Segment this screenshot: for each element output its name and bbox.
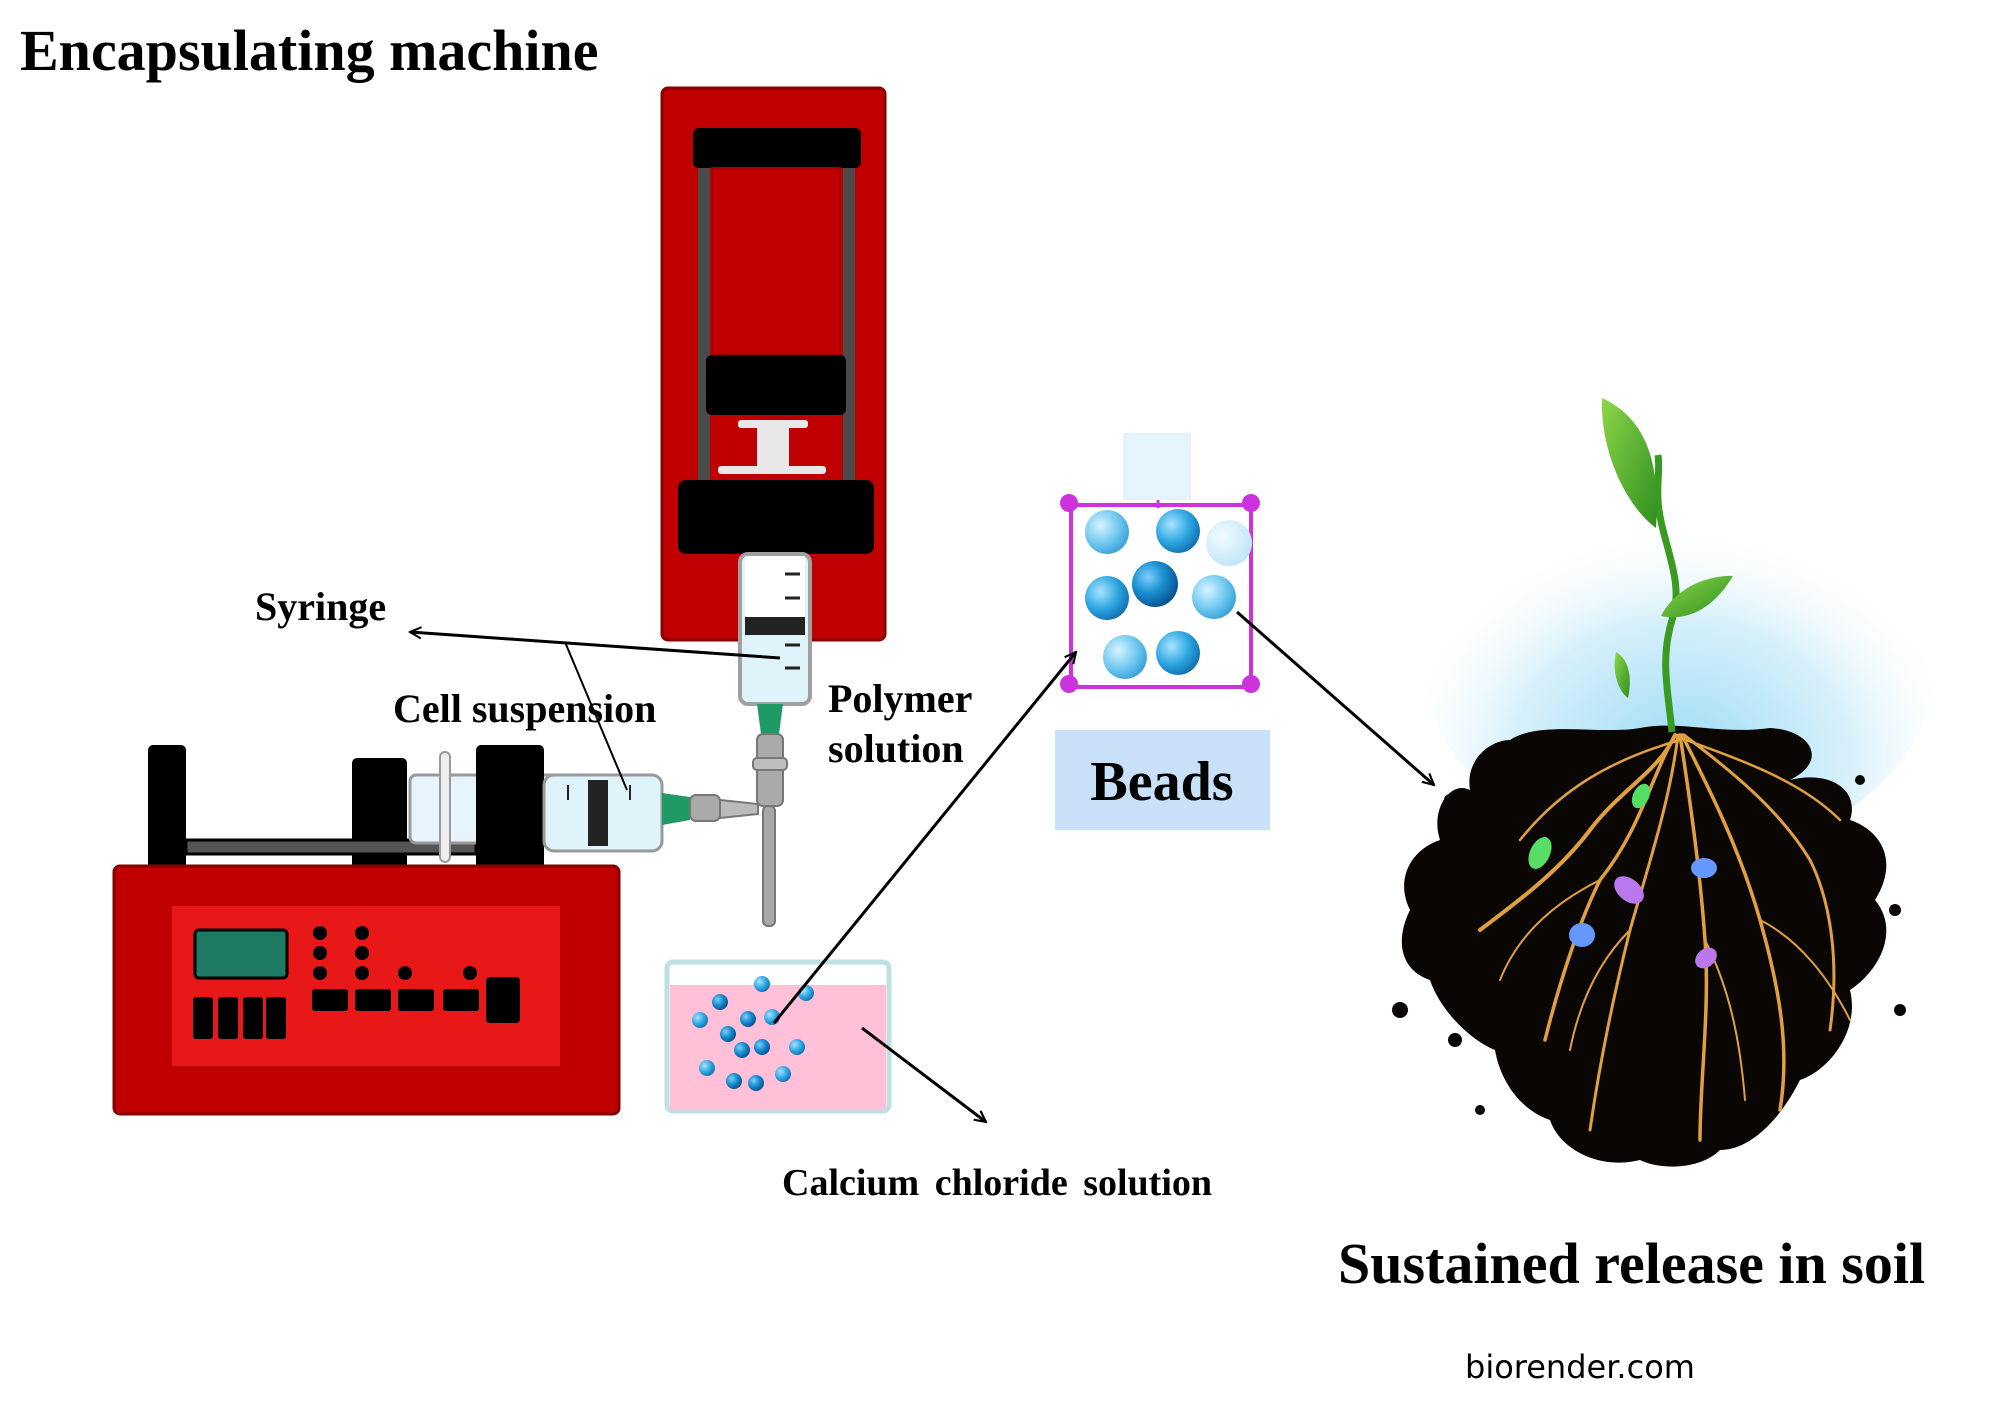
microbe bbox=[1528, 837, 1552, 869]
syringe-pump bbox=[112, 745, 759, 1116]
bead bbox=[1156, 509, 1200, 553]
polymer-solution-label-line1: Polymer bbox=[828, 676, 972, 721]
polymer-solution-label-line2: solution bbox=[828, 726, 964, 771]
microbe bbox=[1631, 783, 1651, 809]
leaf bbox=[1661, 575, 1733, 618]
syringe-label: Syringe bbox=[255, 584, 386, 629]
bead bbox=[1085, 510, 1129, 554]
microbe bbox=[1695, 947, 1717, 969]
bead bbox=[789, 1039, 805, 1055]
resize-handle-bottom-left[interactable] bbox=[1060, 675, 1078, 693]
bead bbox=[720, 1026, 736, 1042]
bead bbox=[1156, 631, 1200, 675]
polymer-syringe bbox=[738, 552, 812, 927]
bead bbox=[748, 1075, 764, 1091]
bead bbox=[1206, 520, 1252, 566]
bead bbox=[692, 1012, 708, 1028]
plant-in-soil bbox=[1392, 398, 1940, 1167]
bead bbox=[726, 1073, 742, 1089]
diagram-title: Encapsulating machine bbox=[20, 18, 599, 83]
microbe bbox=[1691, 858, 1717, 878]
beads-label-box bbox=[1055, 730, 1270, 830]
bead bbox=[1085, 576, 1129, 620]
beads-cluster[interactable] bbox=[1060, 433, 1260, 693]
beads-label: Beads bbox=[1090, 751, 1233, 813]
sustained-release-label: Sustained release in soil bbox=[1338, 1231, 1925, 1296]
bead bbox=[775, 1066, 791, 1082]
leaf bbox=[1614, 652, 1630, 698]
microbe bbox=[1614, 876, 1644, 904]
bead bbox=[734, 1042, 750, 1058]
resize-handle-bottom-right[interactable] bbox=[1242, 675, 1260, 693]
vertical-syringe-press bbox=[660, 86, 887, 642]
bead bbox=[1192, 575, 1236, 619]
resize-handle-top-left[interactable] bbox=[1060, 494, 1078, 512]
calcium-chloride-label: Calcium chloride solution bbox=[782, 1162, 1212, 1204]
bead bbox=[712, 994, 728, 1010]
bead bbox=[1132, 561, 1178, 607]
rotate-handle-area bbox=[1123, 433, 1191, 500]
bead bbox=[1103, 635, 1147, 679]
bead bbox=[754, 1039, 770, 1055]
selection-box bbox=[1069, 503, 1253, 689]
beaker-to-label-arrow bbox=[861, 1026, 986, 1122]
biorender-watermark: biorender.com bbox=[1465, 1348, 1695, 1386]
bead bbox=[740, 1011, 756, 1027]
calcium-chloride-beaker bbox=[664, 959, 892, 1114]
bead bbox=[798, 985, 814, 1001]
syringe-pointer-arrow bbox=[410, 632, 781, 660]
resize-handle-top-right[interactable] bbox=[1242, 494, 1260, 512]
cell-suspension-label: Cell suspension bbox=[393, 686, 656, 731]
beads-to-soil-arrow bbox=[1236, 610, 1434, 785]
cell-suspension-pointer bbox=[564, 641, 628, 791]
microbe bbox=[1569, 923, 1595, 947]
leaf bbox=[1601, 398, 1657, 528]
beaker-to-beads-arrow bbox=[772, 652, 1076, 1024]
bead bbox=[699, 1060, 715, 1076]
bead bbox=[754, 976, 770, 992]
